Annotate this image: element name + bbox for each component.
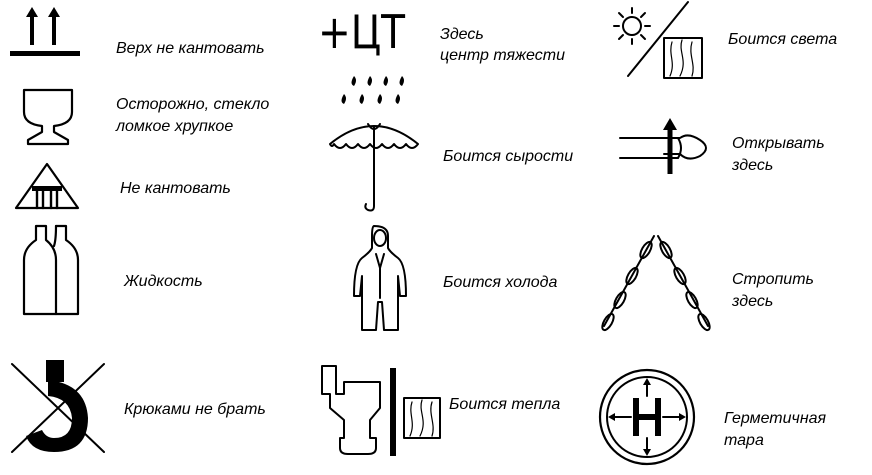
- keep-from-heat-icon: [321, 365, 441, 456]
- keep-dry-icon: [329, 76, 419, 212]
- hermetic-label-1: Герметичная: [724, 410, 827, 427]
- keep-from-light-icon: [613, 1, 703, 79]
- do-not-tilt-icon: [14, 162, 80, 210]
- liquid-label: Жидкость: [124, 273, 203, 290]
- keep-from-cold-icon: [353, 225, 407, 331]
- fragile-glass-icon: [22, 88, 74, 146]
- keep-dry-label: Боится сырости: [443, 148, 574, 165]
- no-hooks-icon: [11, 360, 105, 453]
- fragile-label-1: Осторожно, стекло: [116, 96, 270, 113]
- this-side-up-icon: [10, 7, 80, 56]
- keep-from-cold-label: Боится холода: [443, 274, 558, 291]
- open-here-icon: [619, 118, 707, 174]
- center-of-gravity-glyph: +ЦТ: [318, 5, 406, 59]
- do-not-tilt-label: Не кантовать: [120, 180, 231, 197]
- hermetic-package-icon: [598, 368, 696, 466]
- liquid-bottles-icon: [22, 224, 80, 316]
- sling-here-label-1: Стропить: [732, 271, 814, 288]
- keep-from-heat-label: Боится тепла: [449, 396, 561, 413]
- center-of-gravity-label-1: Здесь: [440, 26, 484, 43]
- hermetic-label-2: тара: [724, 432, 764, 449]
- center-of-gravity-label-2: центр тяжести: [440, 47, 565, 64]
- open-here-label-2: здесь: [732, 157, 774, 174]
- sling-here-icon: [601, 235, 711, 332]
- no-hooks-label: Крюками не брать: [124, 401, 266, 418]
- open-here-label-1: Открывать: [732, 135, 825, 152]
- sling-here-label-2: здесь: [732, 293, 774, 310]
- keep-from-light-label: Боится света: [728, 31, 838, 48]
- fragile-label-2: ломкое хрупкое: [116, 118, 234, 135]
- this-side-up-label: Верх не кантовать: [116, 40, 265, 57]
